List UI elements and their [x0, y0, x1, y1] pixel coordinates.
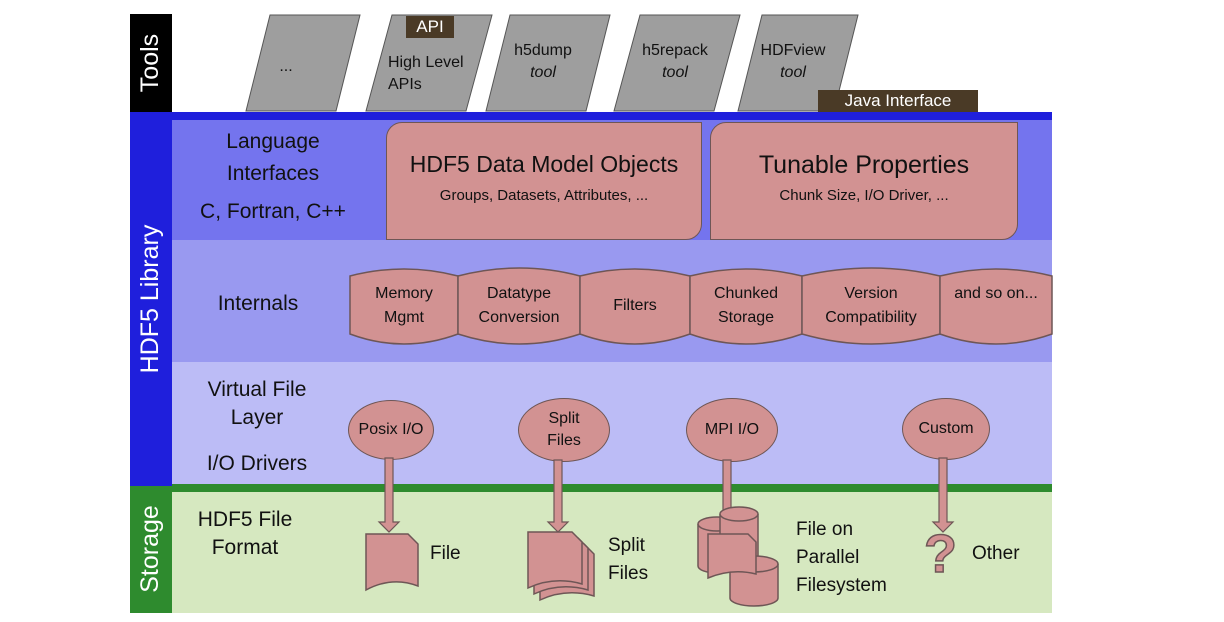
tool-shape-high-level-apis	[365, 14, 493, 112]
tool-shape-h5dump	[485, 14, 611, 112]
file-icon	[365, 533, 419, 592]
tool-h5repack-line2: tool	[662, 64, 688, 81]
tool-h5dump: h5dump tool	[508, 40, 578, 84]
driver-split-files: Split Files	[518, 398, 610, 462]
internals-wave-and-so-on	[939, 268, 1053, 345]
and-so-on-line1: and so on...	[954, 285, 1038, 302]
library-band	[130, 112, 172, 486]
internals-item-chunked-storage: Chunked Storage	[690, 282, 802, 330]
language-line1: Language	[226, 130, 320, 153]
vfl-label: Virtual File Layer I/O Drivers	[182, 376, 332, 478]
parallel-filesystem-label: File on Parallel Filesystem	[796, 516, 887, 600]
file-label: File	[430, 543, 461, 564]
question-mark-icon: ?	[923, 523, 958, 585]
arrow-posix-to-file	[377, 457, 401, 533]
datatype-line2: Conversion	[478, 309, 560, 326]
tool-shape-ellipsis	[245, 14, 361, 112]
split-files-line1: Split	[608, 535, 645, 556]
internals-item-datatype-conversion: Datatype Conversion	[458, 282, 580, 330]
language-layer-label: Language Interfaces C, Fortran, C++	[188, 128, 358, 226]
internals-item-version-compatibility: Version Compatibility	[802, 282, 940, 330]
vfl-line1: Virtual File	[207, 378, 307, 401]
tool-high-level-line1: High Level	[388, 54, 464, 71]
library-top-border	[172, 112, 1052, 120]
data-model-objects-box: HDF5 Data Model Objects Groups, Datasets…	[386, 122, 702, 240]
version-line2: Compatibility	[825, 309, 917, 326]
storage-layer	[172, 492, 1052, 613]
data-model-subtitle: Groups, Datasets, Attributes, ...	[439, 187, 649, 204]
parallel-filesystem-icon	[697, 506, 779, 607]
language-line3: C, Fortran, C++	[200, 200, 346, 223]
language-line2: Interfaces	[226, 162, 320, 185]
chunked-line1: Chunked	[713, 285, 779, 302]
storage-line1: HDF5 File	[197, 508, 293, 531]
driver-mpi-label: MPI I/O	[704, 421, 760, 438]
parallel-line3: Filesystem	[796, 575, 887, 596]
internals-item-memory-mgmt: Memory Mgmt	[350, 282, 458, 330]
driver-custom-label: Custom	[918, 420, 974, 437]
storage-band	[130, 486, 172, 613]
storage-format-label: HDF5 File Format	[192, 506, 298, 562]
tool-hdfview: HDFview tool	[758, 40, 828, 84]
driver-posix-io: Posix I/O	[348, 400, 434, 460]
driver-split-line2: Files	[547, 432, 581, 449]
internals-item-filters: Filters	[580, 294, 690, 318]
tool-ellipsis: ...	[266, 56, 306, 78]
tunable-title: Tunable Properties	[758, 151, 970, 179]
java-interface-tag: Java Interface	[818, 90, 978, 112]
driver-split-line1: Split	[548, 410, 580, 427]
storage-top-border	[172, 484, 1052, 492]
data-model-title: HDF5 Data Model Objects	[409, 151, 679, 177]
tool-ellipsis-line1: ...	[279, 58, 293, 75]
parallel-line1: File on	[796, 519, 854, 540]
vfl-line3: I/O Drivers	[206, 452, 308, 475]
tunable-properties-box: Tunable Properties Chunk Size, I/O Drive…	[710, 122, 1018, 240]
api-tag: API	[406, 16, 454, 38]
datatype-line1: Datatype	[486, 285, 552, 302]
vfl-line2: Layer	[230, 406, 284, 429]
arrow-custom-to-other	[931, 457, 955, 533]
tunable-subtitle: Chunk Size, I/O Driver, ...	[779, 187, 949, 204]
tool-h5repack: h5repack tool	[640, 40, 710, 84]
storage-line2: Format	[211, 536, 279, 559]
tools-band	[130, 14, 172, 112]
tool-hdfview-line2: tool	[780, 64, 806, 81]
tool-high-level-apis: High Level APIs	[388, 52, 464, 96]
split-files-label: Split Files	[608, 532, 648, 588]
internals-label: Internals	[217, 292, 299, 315]
version-line1: Version	[844, 285, 898, 302]
tool-hdfview-line1: HDFview	[760, 42, 826, 59]
memory-line1: Memory	[375, 285, 433, 302]
filters-line1: Filters	[613, 297, 657, 314]
tool-high-level-line2: APIs	[388, 76, 422, 93]
driver-posix-label: Posix I/O	[358, 421, 424, 438]
driver-mpi-io: MPI I/O	[686, 398, 778, 462]
tool-h5dump-line2: tool	[530, 64, 556, 81]
parallel-line2: Parallel	[796, 547, 860, 568]
internals-item-and-so-on: and so on...	[940, 282, 1052, 306]
split-file-icon-front	[527, 531, 583, 590]
split-files-line2: Files	[608, 563, 649, 584]
memory-line2: Mgmt	[384, 309, 424, 326]
chunked-line2: Storage	[717, 309, 775, 326]
other-label: Other	[972, 543, 1020, 564]
tool-h5repack-line1: h5repack	[642, 42, 708, 59]
arrow-split-to-files	[546, 459, 570, 533]
tool-shape-h5repack	[613, 14, 741, 112]
tool-h5dump-line1: h5dump	[514, 42, 572, 59]
